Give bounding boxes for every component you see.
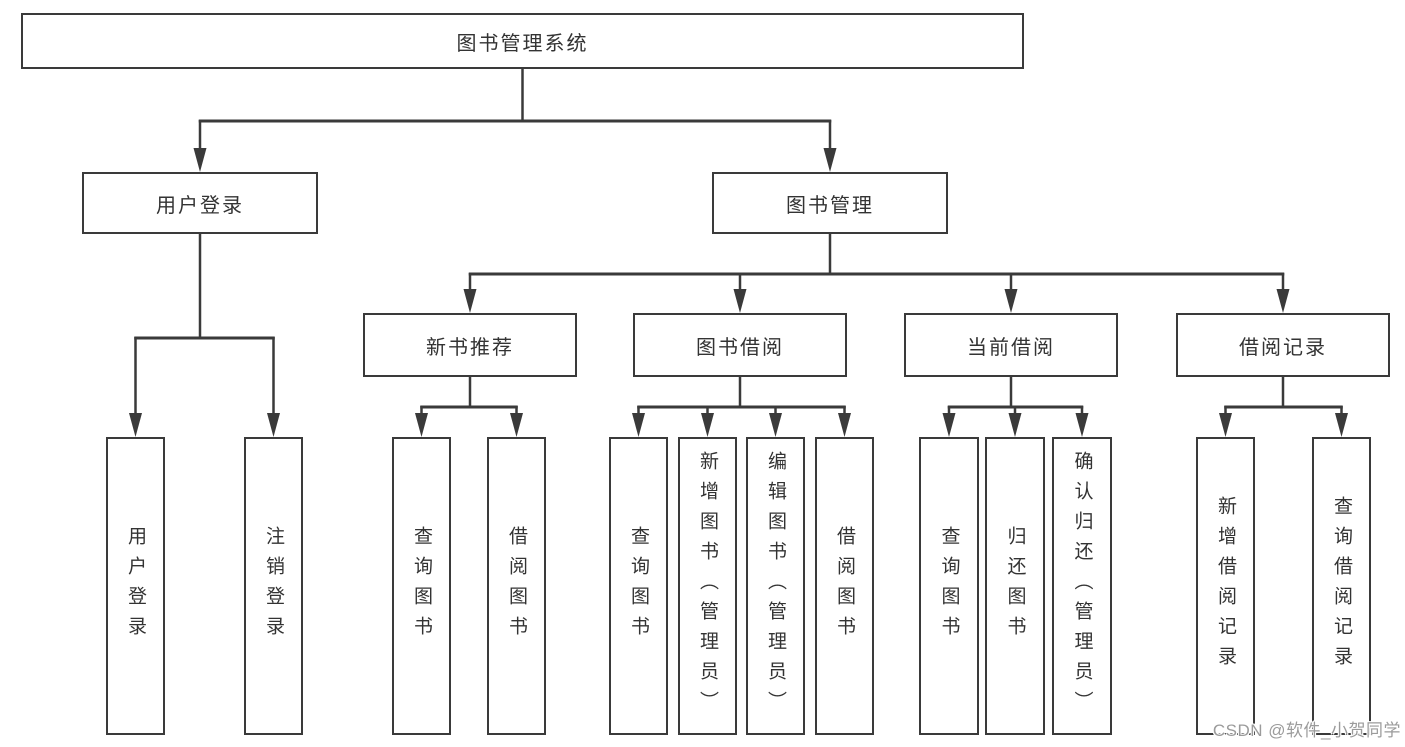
node-new-book-rec: 新书推荐 [363,313,577,377]
arrowhead-icon [769,413,782,437]
node-current-borrowing: 当前借阅 [904,313,1118,377]
arrowhead-icon [942,413,956,437]
arrowhead-icon [1008,413,1022,437]
node-v-borrow-books-2: 借阅图书 [815,437,874,735]
arrowhead-icon [701,413,714,437]
node-v-user-login: 用户登录 [106,437,165,735]
node-label: 借阅记录 [1239,336,1327,359]
node-book-management: 图书管理 [712,172,948,234]
node-v-query-books-2: 查询图书 [609,437,668,735]
node-v-logout: 注销登录 [244,437,303,735]
node-label: 用户登录 [125,526,146,646]
node-label: 查询借阅记录 [1331,496,1352,676]
arrowhead-icon [1276,289,1290,313]
node-label: 查询图书 [938,526,960,646]
arrowhead-icon [267,413,280,437]
node-label: 新增借阅记录 [1215,496,1236,676]
arrowhead-icon [1335,413,1348,437]
arrowhead-icon [1075,413,1089,437]
node-user-login: 用户登录 [82,172,318,234]
node-label: 新增图书（管理员） [697,451,718,721]
arrowhead-icon [823,148,837,172]
node-label: 借阅图书 [834,526,855,646]
arrowhead-icon [632,413,645,437]
node-label: 当前借阅 [967,336,1055,359]
node-label: 图书管理系统 [456,32,589,55]
arrowhead-icon [733,289,747,313]
node-label: 归还图书 [1004,526,1026,646]
node-v-add-books: 新增图书（管理员） [678,437,737,735]
arrowhead-icon [838,413,851,437]
node-label: 确认归还（管理员） [1071,451,1093,721]
arrowhead-icon [463,289,477,313]
node-v-return-books: 归还图书 [985,437,1045,735]
node-v-query-books-3: 查询图书 [919,437,979,735]
arrowhead-icon [129,413,142,437]
node-borrowing-records: 借阅记录 [1176,313,1390,377]
arrowhead-icon [1004,289,1018,313]
watermark: CSDN @软件_小贺同学 [1212,721,1401,740]
arrowhead-icon [510,413,523,437]
node-book-borrowing: 图书借阅 [633,313,847,377]
node-v-add-borrow-record: 新增借阅记录 [1196,437,1255,735]
arrowhead-icon [1219,413,1232,437]
node-label: 新书推荐 [426,336,514,359]
node-v-query-borrow-record: 查询借阅记录 [1312,437,1371,735]
node-label: 用户登录 [156,194,244,217]
node-v-borrow-books-1: 借阅图书 [487,437,546,735]
node-label: 图书管理 [786,194,874,217]
node-v-edit-books: 编辑图书（管理员） [746,437,805,735]
node-root: 图书管理系统 [21,13,1024,69]
node-label: 注销登录 [263,526,284,646]
node-label: 借阅图书 [506,526,527,646]
node-label: 查询图书 [628,526,649,646]
arrowhead-icon [193,148,207,172]
node-label: 编辑图书（管理员） [765,451,786,721]
arrowhead-icon [415,413,428,437]
node-label: 查询图书 [411,526,432,646]
node-v-query-books-1: 查询图书 [392,437,451,735]
node-label: 图书借阅 [696,336,784,359]
node-v-confirm-return: 确认归还（管理员） [1052,437,1112,735]
